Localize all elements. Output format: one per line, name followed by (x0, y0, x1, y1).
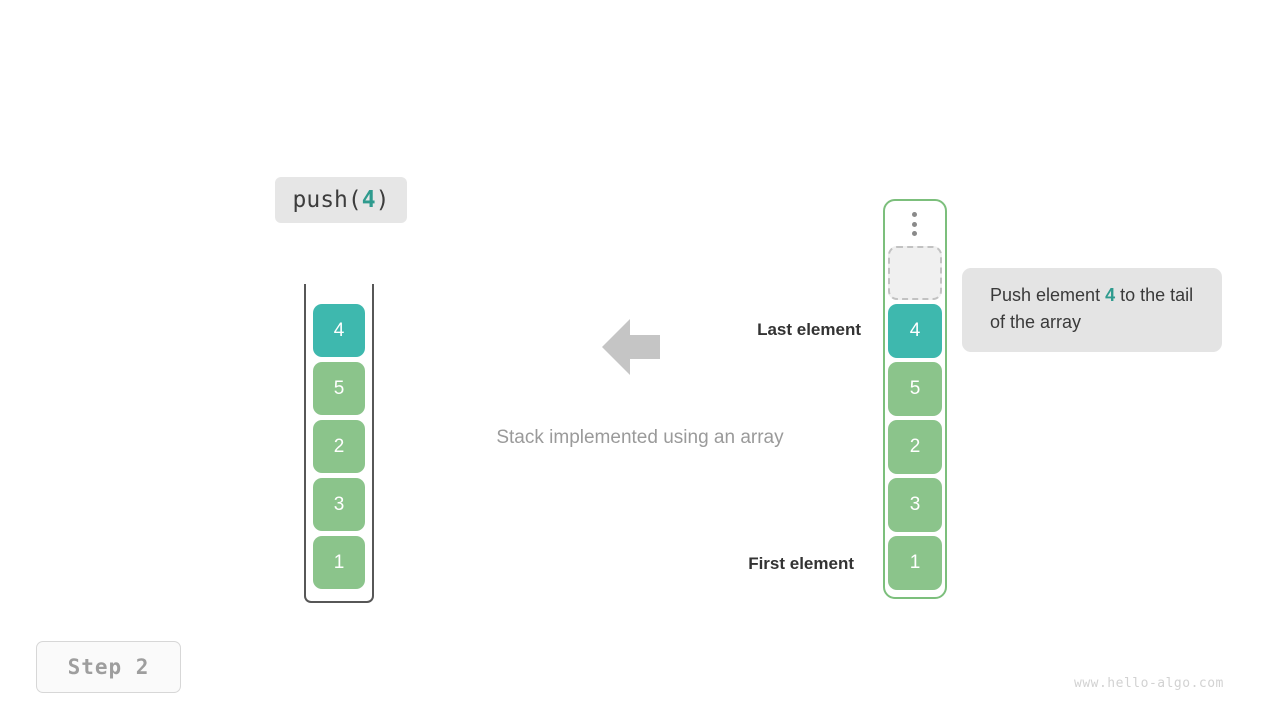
stack-cell: 3 (313, 478, 365, 531)
array-empty-slot (888, 246, 942, 300)
array-cell: 2 (888, 420, 942, 474)
stack-cell: 2 (313, 420, 365, 473)
ellipsis-dot (911, 221, 917, 227)
operation-open-paren: ( (347, 187, 362, 213)
tooltip-accent-value: 4 (1105, 285, 1116, 305)
operation-argument: 4 (361, 187, 376, 213)
stack-cell: 5 (313, 362, 365, 415)
watermark: www.hello-algo.com (1074, 676, 1224, 691)
tooltip-callout: Push element 4 to the tail of the array (962, 268, 1222, 352)
vertical-ellipsis-icon (909, 212, 919, 236)
tooltip-text-before: Push element (990, 285, 1106, 305)
arrow-left-icon (602, 319, 660, 375)
stack-cell: 1 (313, 536, 365, 589)
array-cell: 5 (888, 362, 942, 416)
array-cell: 4 (888, 304, 942, 358)
step-badge: Step 2 (36, 641, 181, 693)
last-element-label: Last element (757, 320, 861, 339)
first-element-label: First element (748, 554, 854, 573)
operation-label: push(4) (275, 177, 407, 223)
stack-container (304, 284, 374, 603)
array-cell: 1 (888, 536, 942, 590)
array-cell: 3 (888, 478, 942, 532)
tooltip-text-after: to the tail of the array (990, 285, 1194, 332)
operation-close-paren: ) (375, 187, 390, 213)
stack-cell: 4 (313, 304, 365, 357)
operation-name: push (292, 187, 348, 213)
ellipsis-dot (911, 231, 917, 236)
ellipsis-dot (911, 212, 917, 217)
figure-caption: Stack implemented using an array (496, 427, 784, 448)
